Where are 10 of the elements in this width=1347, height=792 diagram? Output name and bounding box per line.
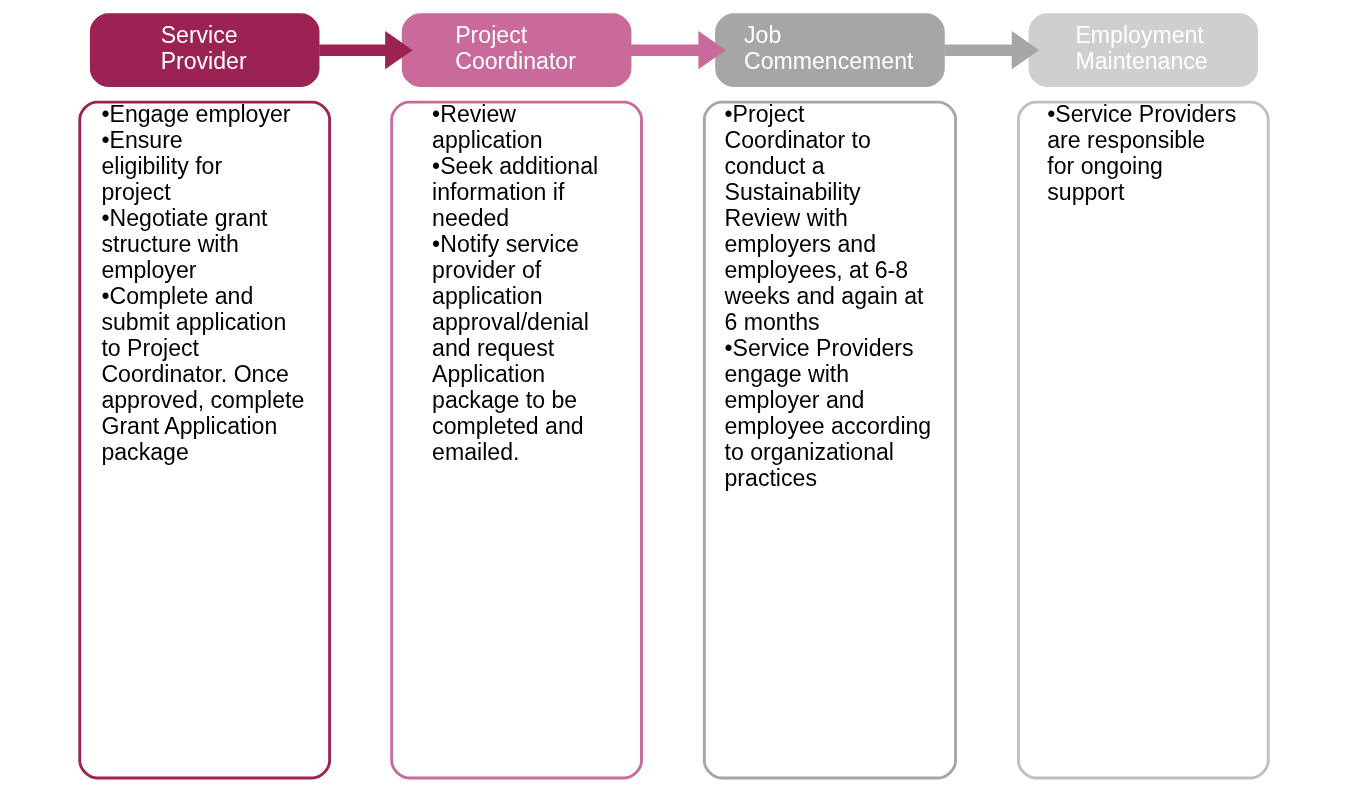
node-box: Job Commencement: [714, 13, 945, 87]
node-box: •Review application •Seek additional information if needed •Notify service provider of application approval/denial and request Application package to be completed and emailed.: [389, 100, 643, 780]
arrow: [630, 30, 726, 70]
arrow: [943, 30, 1039, 70]
node-box: •Engage employer •Ensure eligibility for project •Negotiate grant structure with employer •Complete and submit application to Project Coordinator. Once approved, complete Grant Application package: [77, 100, 331, 780]
node-box: Project Coordinator: [401, 13, 631, 87]
node-box: Service Provider: [89, 13, 319, 87]
node-box: •Service Providers are responsible for ongoing support: [1016, 100, 1270, 780]
arrow: [318, 30, 413, 70]
node-box: •Project Coordinator to conduct a Sustainability Review with employers and employees, at 6-8 weeks and again at 6 months •Service Providers engage with employer and employee according to organizational practices: [702, 100, 957, 780]
